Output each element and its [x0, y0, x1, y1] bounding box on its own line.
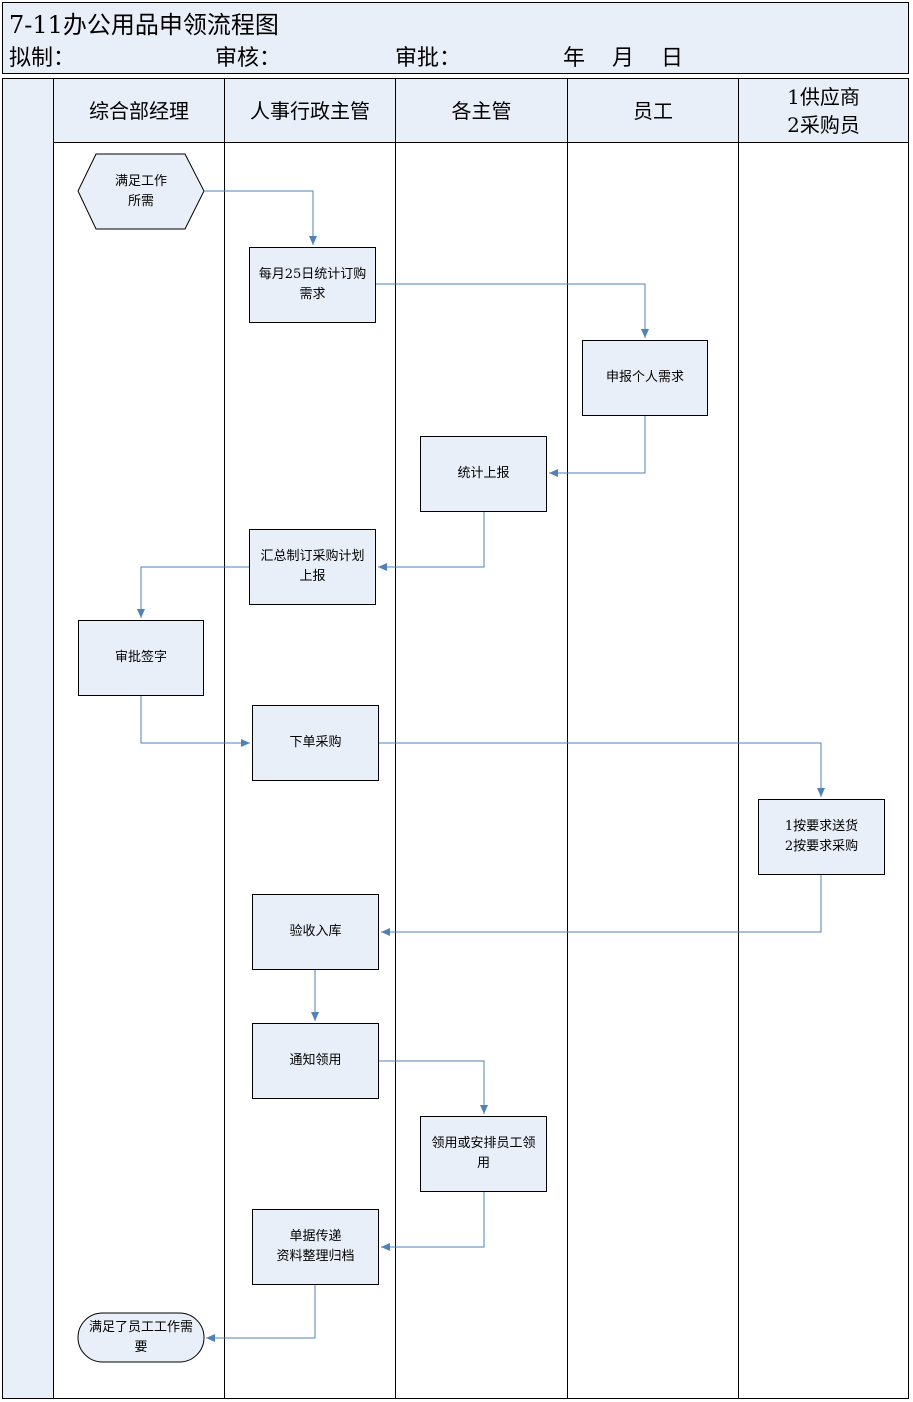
page-title: 7-11办公用品申领流程图: [9, 11, 279, 39]
date-year: 年: [563, 46, 586, 71]
date-month: 月: [612, 46, 635, 71]
end-node: 满足了员工工作需 要: [88, 1319, 193, 1355]
start-hexagon-shape: [77, 153, 205, 230]
node-notify-collect: 通知领用: [252, 1023, 379, 1099]
drafter-label: 拟制：: [9, 46, 76, 71]
node-summary-plan: 汇总制订采购计划 上报: [249, 529, 376, 605]
node-inspect-store: 验收入库: [252, 894, 379, 970]
approver-label: 审批：: [395, 46, 462, 71]
node-collect: 领用或安排员工领 用: [420, 1116, 547, 1192]
end-terminator-shape: [77, 1312, 205, 1363]
node-declare-needs: 申报个人需求: [582, 340, 708, 416]
header-panel: 7-11办公用品申领流程图 拟制： 审核： 审批： 年 月 日: [2, 2, 909, 74]
date-day: 日: [661, 46, 684, 71]
node-stat-report: 统计上报: [420, 436, 547, 512]
lane-header: 人事行政主管: [225, 79, 395, 143]
node-approve-sign: 审批签字: [78, 620, 204, 696]
node-monthly-stats: 每月25日统计订购 需求: [249, 247, 376, 323]
lane-header: 各主管: [396, 79, 567, 143]
lane-header: 员工: [568, 79, 738, 143]
date-label: 年 月 日: [563, 45, 703, 73]
lane-header: 1供应商 2采购员: [739, 79, 908, 143]
node-archive: 单据传递 资料整理归档: [252, 1209, 379, 1285]
node-place-order: 下单采购: [252, 705, 379, 781]
lane-supplier-purchaser: 1供应商 2采购员: [738, 78, 909, 1399]
reviewer-label: 审核：: [215, 46, 282, 71]
start-node: 满足工作 所需: [114, 173, 167, 209]
lane-header: 综合部经理: [54, 79, 224, 143]
node-deliver: 1按要求送货 2按要求采购: [758, 799, 885, 875]
